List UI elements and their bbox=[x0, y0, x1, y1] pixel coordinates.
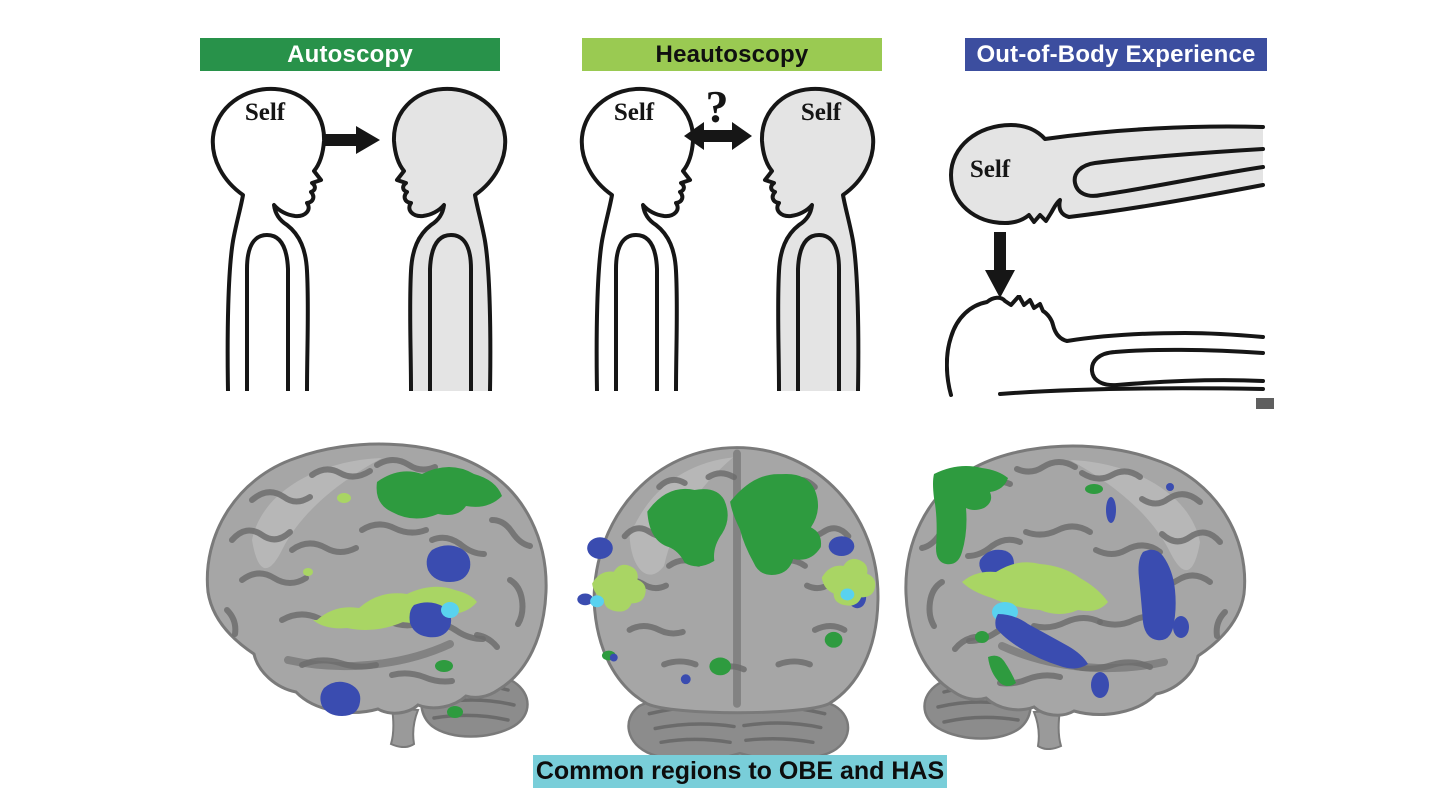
obe-lying-body-figure bbox=[945, 295, 1265, 397]
obe-header: Out-of-Body Experience bbox=[965, 38, 1267, 71]
gray-marker bbox=[1256, 398, 1274, 409]
obe-floating-body-figure bbox=[949, 123, 1265, 225]
common-regions-caption: Common regions to OBE and HAS bbox=[533, 755, 947, 788]
autoscopy-double-person-figure bbox=[391, 86, 508, 391]
brain-left-lateral-image bbox=[192, 420, 557, 748]
autoscopy-header: Autoscopy bbox=[200, 38, 500, 71]
autoscopy-self-label: Self bbox=[244, 99, 286, 126]
activation-blobs bbox=[933, 466, 1189, 698]
question-mark: ? bbox=[705, 81, 729, 132]
double-headed-arrow-icon bbox=[684, 122, 752, 150]
autoscopy-self-person-figure bbox=[210, 86, 327, 391]
rightward-arrow-icon bbox=[324, 126, 380, 154]
heautoscopy-self-label-right: Self bbox=[800, 99, 842, 126]
heautoscopy-self-person-figure bbox=[579, 86, 696, 391]
heautoscopy-header: Heautoscopy bbox=[582, 38, 882, 71]
downward-arrow-icon bbox=[985, 232, 1015, 298]
heautoscopy-self-label-left: Self bbox=[613, 99, 655, 126]
obe-self-label: Self bbox=[969, 156, 1011, 183]
activation-blobs bbox=[303, 467, 502, 718]
heautoscopy-double-person-figure bbox=[759, 86, 876, 391]
brain-posterior-image bbox=[577, 446, 880, 763]
activation-blobs bbox=[577, 473, 876, 685]
brain-right-lateral-image bbox=[898, 422, 1260, 750]
